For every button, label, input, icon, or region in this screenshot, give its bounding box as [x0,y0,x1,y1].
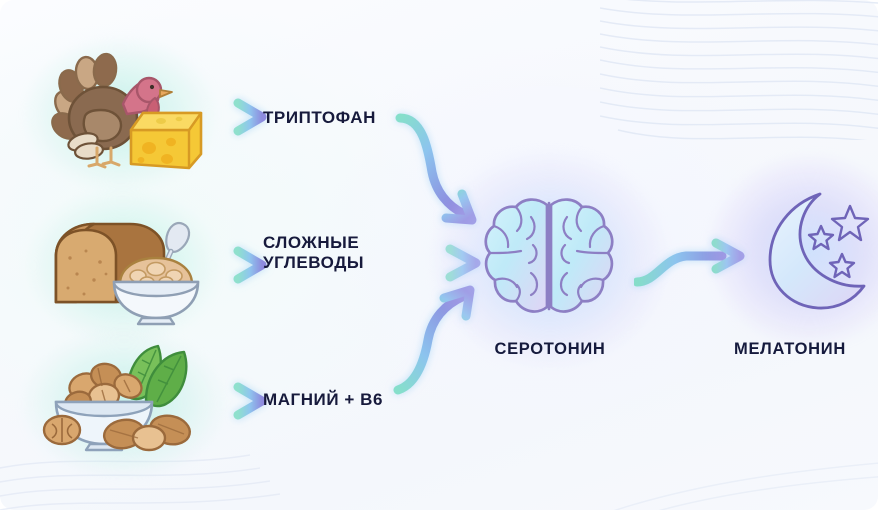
label-magnesium-b6: МАГНИЙ + B6 [263,390,383,409]
bread-and-porridge-icon [54,222,200,326]
turkey-and-cheese-icon [51,52,203,170]
crescent-moon-with-stars-icon [768,192,870,310]
label-complex-carbs: СЛОЖНЫЕ УГЛЕВОДЫ [263,233,365,273]
nuts-and-greens-icon [42,344,191,452]
brain-icon [484,198,614,313]
label-melatonin: МЕЛАТОНИН [734,340,846,358]
label-serotonin: СЕРОТОНИН [494,340,606,358]
label-tryptophan: ТРИПТОФАН [263,108,376,127]
